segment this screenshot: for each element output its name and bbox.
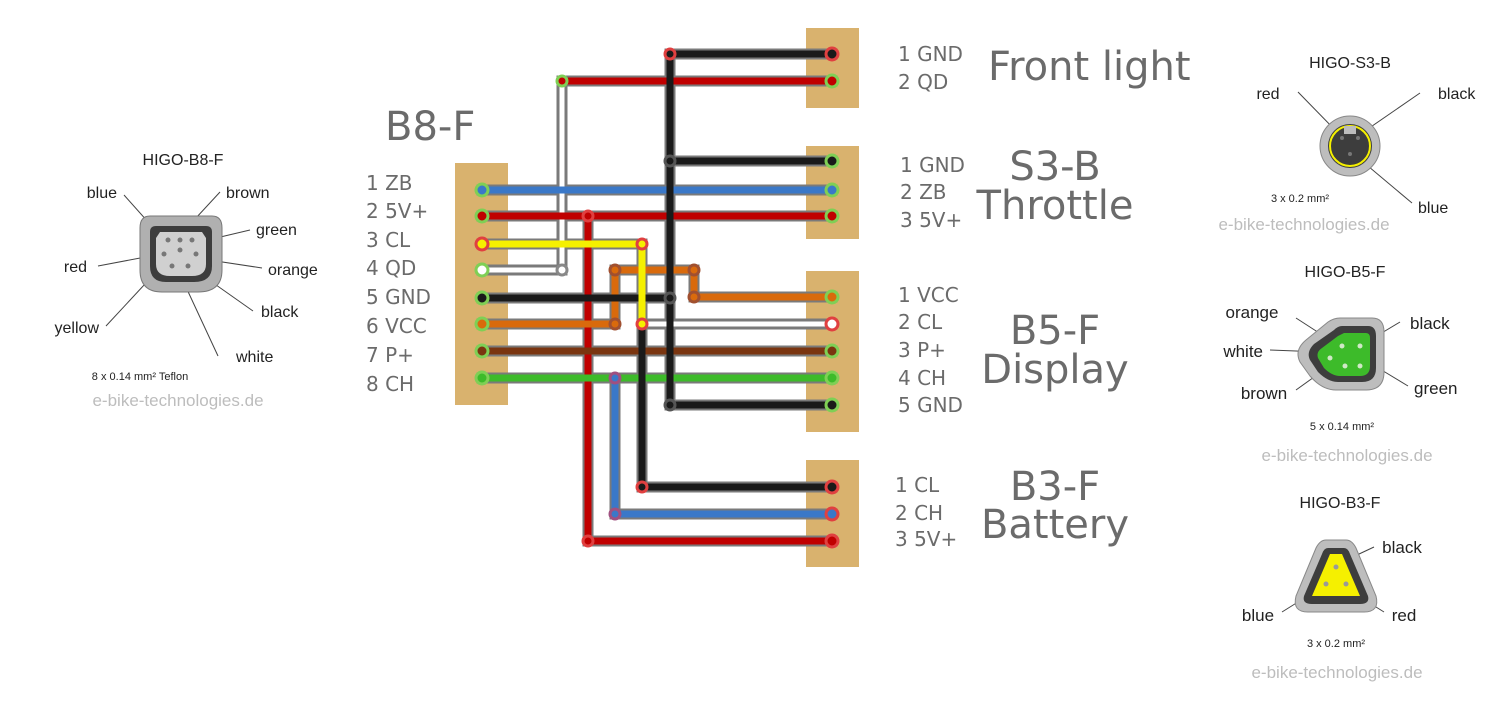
b5f-wire-label: green <box>1414 379 1457 398</box>
watermark: e-bike-technologies.de <box>92 391 263 410</box>
s3b-wire-label: blue <box>1418 200 1448 217</box>
s3b-pin: 3 5V+ <box>900 208 962 232</box>
front-light-pin: 1 GND <box>898 42 963 66</box>
front-light-pins: 1 GND 2 QD <box>898 42 963 94</box>
front-light-title: Front light <box>988 44 1191 90</box>
b8f-pin-list: 1 ZB 2 5V+ 3 CL 4 QD 5 GND 6 VCC 7 P+ 8 … <box>366 171 431 396</box>
b5f-pin: 1 VCC <box>898 283 959 307</box>
b3f-title: B3-F <box>1010 464 1100 510</box>
s3b-subtitle: Throttle <box>976 183 1134 229</box>
s3b-wire-label: red <box>1256 86 1279 103</box>
b5f-wire-label: orange <box>1226 303 1279 322</box>
higo-b5f-detail: HIGO-B5-F orange black white brown green… <box>1222 264 1457 465</box>
b8f-pin: 3 CL <box>366 228 411 252</box>
pin-dots <box>474 46 840 549</box>
higo-s3b-title: HIGO-S3-B <box>1309 55 1391 72</box>
higo-b8f-detail: HIGO-B8-F blue brown green red orange bl… <box>55 152 318 410</box>
b5f-wire-label: brown <box>1241 384 1287 403</box>
s3b-title: S3-B <box>1009 144 1100 190</box>
watermark: e-bike-technologies.de <box>1261 446 1432 465</box>
b5f-subtitle: Display <box>981 347 1128 393</box>
b3f-pin: 2 CH <box>895 501 943 525</box>
b8f-pin: 4 QD <box>366 256 416 280</box>
wire-blue-ch-battery <box>611 374 836 518</box>
b8f-wire-label: white <box>235 349 273 366</box>
b5f-pin: 5 GND <box>898 393 963 417</box>
b5f-spec: 5 x 0.14 mm² <box>1310 421 1375 433</box>
s3b-pin: 1 GND <box>900 153 965 177</box>
b5f-wire-label: black <box>1410 314 1450 333</box>
s3b-pins: 1 GND 2 ZB 3 5V+ <box>900 153 965 232</box>
b8f-wire-label: red <box>64 259 87 276</box>
s3b-pin: 2 ZB <box>900 180 947 204</box>
b5f-pin: 4 CH <box>898 366 946 390</box>
front-light-pin: 2 QD <box>898 70 948 94</box>
b5f-pins: 1 VCC 2 CL 3 P+ 4 CH 5 GND <box>898 283 963 417</box>
b8f-connector <box>455 163 508 405</box>
s3b-spec: 3 x 0.2 mm² <box>1271 193 1329 205</box>
b8f-wire-label: blue <box>87 185 117 202</box>
b3f-spec: 3 x 0.2 mm² <box>1307 638 1365 650</box>
b8f-wire-label: black <box>261 304 299 321</box>
b8f-wire-label: orange <box>268 262 318 279</box>
b8f-spec: 8 x 0.14 mm² Teflon <box>92 371 188 383</box>
wires <box>476 48 838 547</box>
b8f-pin: 8 CH <box>366 372 414 396</box>
wire-orange-vcc <box>478 266 836 328</box>
higo-b5f-title: HIGO-B5-F <box>1305 264 1386 281</box>
b3f-wire-label: red <box>1392 606 1417 625</box>
b8f-wire-label: yellow <box>55 320 100 337</box>
watermark: e-bike-technologies.de <box>1251 663 1422 682</box>
b5f-title: B5-F <box>1010 308 1100 354</box>
b8f-pin: 1 ZB <box>366 171 413 195</box>
front-light-connector <box>806 28 859 108</box>
higo-s3b-detail: HIGO-S3-B red black blue 3 x 0.2 mm² e-b… <box>1218 55 1476 234</box>
s3b-wire-label: black <box>1438 86 1476 103</box>
b3f-wire-label: black <box>1382 538 1422 557</box>
b3f-wire-label: blue <box>1242 606 1274 625</box>
b5f-pin: 3 P+ <box>898 338 946 362</box>
b5f-pin: 2 CL <box>898 310 943 334</box>
b8f-pin: 5 GND <box>366 285 431 309</box>
b8f-pin: 6 VCC <box>366 314 427 338</box>
b3f-pins: 1 CL 2 CH 3 5V+ <box>895 473 957 551</box>
b5f-wire-label: white <box>1222 342 1263 361</box>
b8f-title: B8-F <box>385 104 475 150</box>
b8f-pin: 2 5V+ <box>366 199 428 223</box>
higo-b3f-detail: HIGO-B3-F black blue red 3 x 0.2 mm² e-b… <box>1242 495 1423 682</box>
higo-b3f-title: HIGO-B3-F <box>1300 495 1381 512</box>
b8f-wire-label: green <box>256 222 297 239</box>
b8f-pin: 7 P+ <box>366 343 414 367</box>
b3f-pin: 3 5V+ <box>895 527 957 551</box>
b3f-pin: 1 CL <box>895 473 940 497</box>
b3f-subtitle: Battery <box>981 502 1129 548</box>
watermark: e-bike-technologies.de <box>1218 215 1389 234</box>
higo-b8f-title: HIGO-B8-F <box>143 152 224 169</box>
b8f-wire-label: brown <box>226 185 270 202</box>
